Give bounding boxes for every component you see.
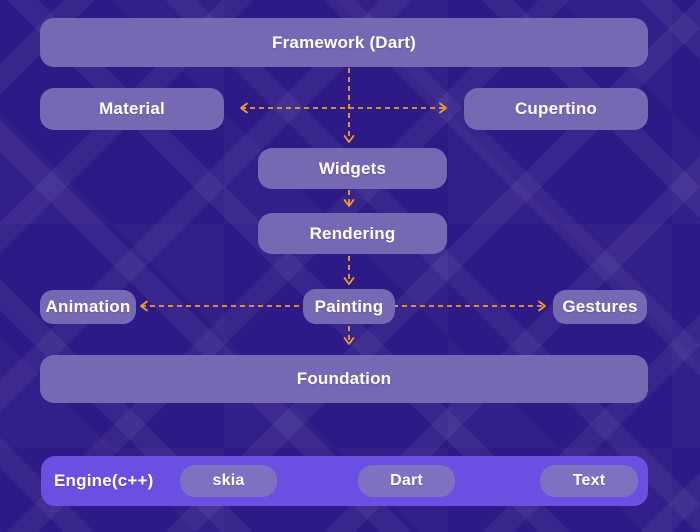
node-gestures: Gestures — [553, 290, 647, 324]
node-painting-label: Painting — [314, 296, 384, 316]
node-framework-dart: Framework (Dart) — [40, 18, 648, 67]
node-cupertino: Cupertino — [464, 88, 648, 130]
node-rendering: Rendering — [258, 213, 447, 254]
engine-pill-skia-label: skia — [212, 472, 245, 489]
node-foundation-label: Foundation — [296, 369, 392, 388]
node-rendering-label: Rendering — [309, 223, 396, 243]
node-cupertino-label: Cupertino — [514, 99, 598, 118]
node-framework-dart-label: Framework (Dart) — [272, 32, 416, 52]
node-material-label: Material — [99, 99, 165, 118]
node-widgets: Widgets — [258, 148, 447, 189]
node-painting: Painting — [303, 289, 395, 324]
node-animation: Animation — [40, 290, 136, 324]
node-foundation: Foundation — [40, 355, 648, 403]
node-material: Material — [40, 88, 224, 130]
engine-pill-text-label: Text — [572, 472, 606, 489]
node-gestures-label: Gestures — [562, 297, 638, 316]
engine-label: Engine(c++) — [54, 471, 154, 490]
engine-pill-text: Text — [540, 465, 638, 497]
node-animation-label: Animation — [45, 297, 131, 316]
engine-pill-dart: Dart — [358, 465, 455, 497]
engine-pill-skia: skia — [180, 465, 277, 497]
node-widgets-label: Widgets — [318, 158, 387, 178]
engine-bar: Engine(c++) skia Dart Text — [41, 456, 648, 506]
engine-pill-dart-label: Dart — [390, 472, 423, 489]
